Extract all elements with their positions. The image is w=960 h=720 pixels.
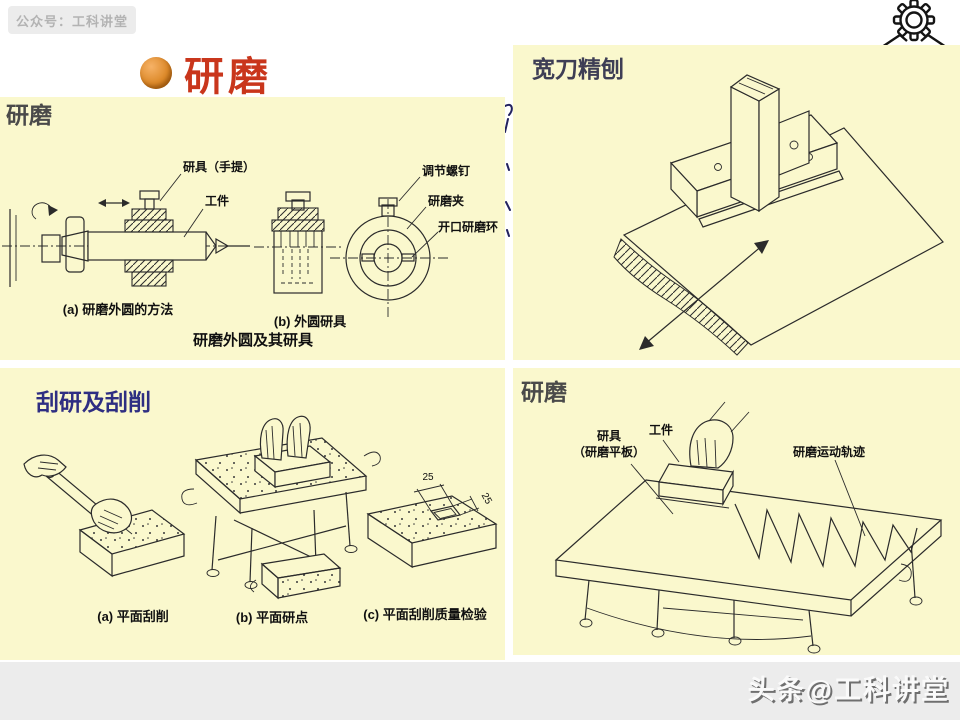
wide-blade-planing-diagram: 宽刀精刨: [532, 56, 944, 356]
gear-teeth: [892, 0, 936, 42]
clipped-text-fragment: [504, 103, 513, 237]
panel-header: 研磨: [521, 379, 567, 405]
panel-lapping-cylindrical: 研磨 研具（手提） 工件 (a) 研磨外圆的方法: [0, 97, 505, 360]
lapping-path-zigzag: [734, 503, 918, 569]
page-title: 研磨: [184, 55, 272, 99]
label-workpiece: 工件: [205, 193, 229, 208]
watermark: 头条@工科讲堂: [747, 675, 950, 705]
lapping-cylindrical-diagram: 研磨 研具（手提） 工件 (a) 研磨外圆的方法: [2, 102, 498, 349]
panel-lapping-flat: 研磨: [513, 368, 960, 655]
caption-c: (c) 平面刮削质量检验: [363, 607, 488, 622]
panel-wide-blade-planing: 宽刀精刨: [513, 45, 960, 360]
label-tool-line1: 研具: [597, 429, 621, 443]
panel-header: 研磨: [6, 102, 52, 128]
label-adjust-screw: 调节螺钉: [422, 163, 470, 178]
label-lapping-path: 研磨运动轨迹: [793, 444, 865, 459]
caption-a: (a) 平面刮削: [97, 609, 169, 624]
title-bullet-sphere: [140, 57, 172, 89]
account-badge: 公众号：工科讲堂: [8, 6, 136, 34]
gear-icon: [881, 0, 947, 48]
hand: [689, 401, 750, 469]
dimension-height: 25: [479, 491, 494, 507]
dimension-width: 25: [422, 472, 434, 483]
scraping-diagram: 刮研及刮削 (a) 平面刮削: [23, 389, 498, 625]
account-badge-label: 公众号：工科讲堂: [15, 13, 128, 29]
leader-lines: [630, 439, 866, 537]
lapping-flat-diagram: 研磨: [521, 379, 943, 654]
footer-strip: 头条@工科讲堂: [0, 662, 960, 720]
panel-scraping: 刮研及刮削 (a) 平面刮削: [0, 368, 505, 660]
caption-a: (a) 研磨外圆的方法: [63, 302, 174, 317]
tool-column: [729, 74, 810, 213]
diagram-a-lapping-method: 研具（手提） 工件 (a) 研磨外圆的方法: [2, 159, 255, 317]
label-workpiece: 工件: [649, 422, 673, 437]
lapping-plate: [554, 479, 943, 654]
panel-header: 宽刀精刨: [532, 56, 624, 82]
caption-b: (b) 平面研点: [236, 610, 308, 625]
label-tool-hand: 研具（手提）: [183, 159, 255, 174]
diagram-b-section-view: (b) 外圆研具: [254, 191, 346, 329]
diagram-b-spotting: (b) 平面研点: [181, 415, 381, 625]
motion-arrow: [639, 240, 769, 350]
diagram-c-quality-check: 25 25 (c) 平面刮削质量检验: [363, 472, 498, 622]
caption-main: 研磨外圆及其研具: [193, 331, 313, 349]
label-tool-line2: （研磨平板）: [573, 444, 645, 459]
diagram-a-flat-scraping: (a) 平面刮削: [23, 454, 186, 624]
label-split-ring: 开口研磨环: [438, 219, 498, 234]
diagram-b-ring-view: 调节螺钉 研磨夹 开口研磨环: [330, 163, 498, 319]
caption-b: (b) 外圆研具: [274, 314, 346, 329]
workpiece-block: [655, 463, 734, 509]
label-lap-clamp: 研磨夹: [428, 193, 464, 208]
gear-base-strokes: [881, 33, 947, 48]
panel-header: 刮研及刮削: [36, 389, 151, 415]
title-row: 研磨: [140, 44, 272, 102]
